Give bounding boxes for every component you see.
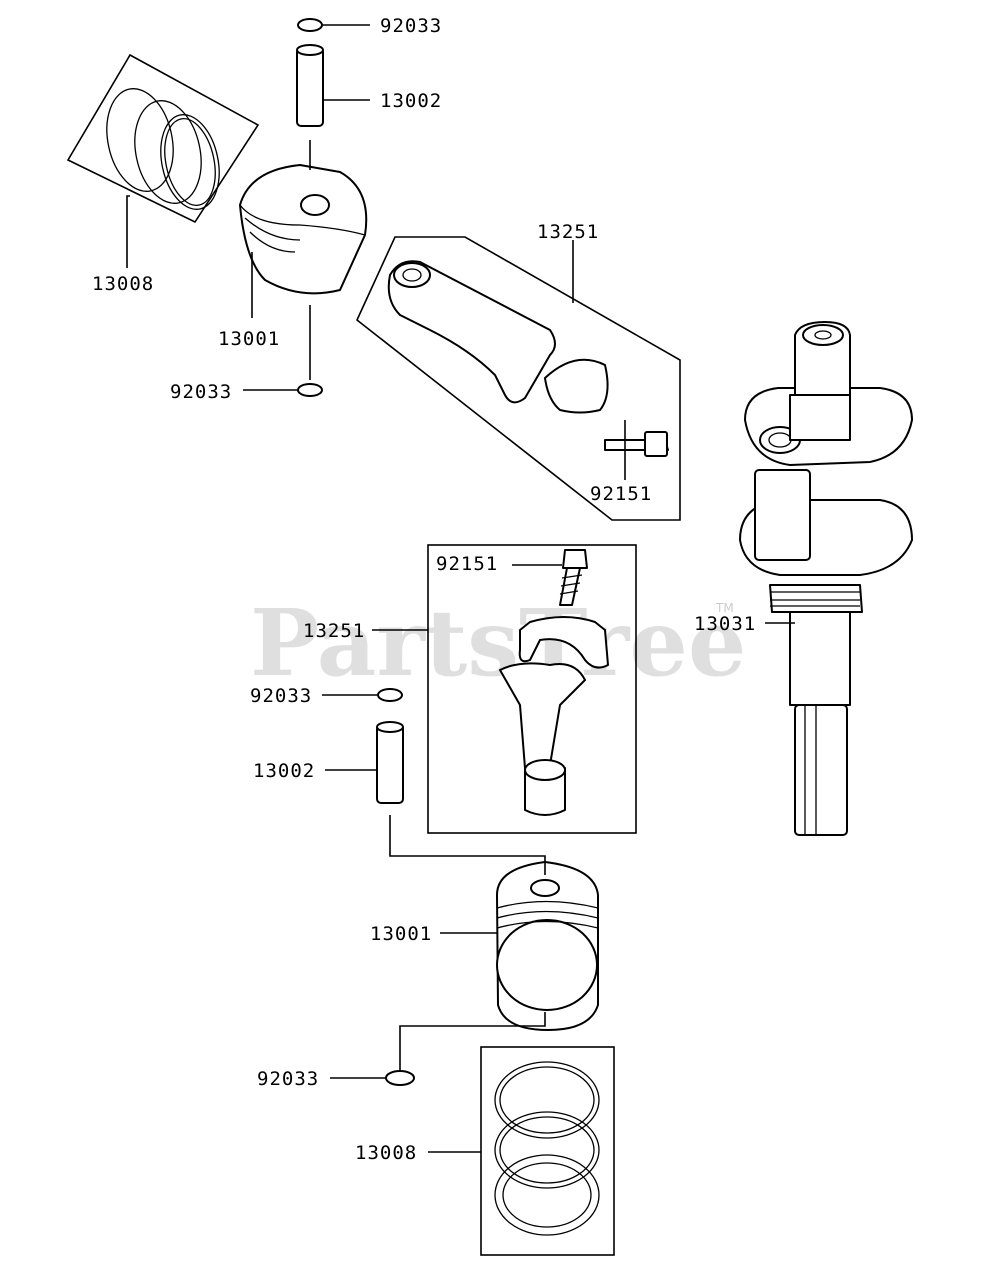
piston-pin-upper [296,44,324,127]
piston-ring-set-lower [480,1046,615,1256]
callout-92151-upper[interactable]: 92151 [590,483,652,505]
callout-13008-lower[interactable]: 13008 [355,1142,417,1164]
callout-13031[interactable]: 13031 [694,613,756,635]
callout-13002-upper[interactable]: 13002 [380,90,442,112]
connecting-rod-lower [427,544,637,834]
callout-13001-lower[interactable]: 13001 [370,923,432,945]
snap-ring-lower-bottom [385,1070,415,1086]
piston-pin-lower [376,721,404,804]
callout-92033-upper[interactable]: 92033 [170,381,232,403]
snap-ring-upper-bottom [297,383,323,397]
snap-ring-middle [377,688,403,702]
leader-lines [126,24,795,1153]
snap-ring-top [297,18,323,32]
callout-13002-lower[interactable]: 13002 [253,760,315,782]
callout-13001-upper[interactable]: 13001 [218,328,280,350]
callout-92151-lower[interactable]: 92151 [436,553,498,575]
watermark-brand: PartsTree [250,589,746,697]
piston-ring-set-upper [66,53,260,224]
callout-92033-middle[interactable]: 92033 [250,685,312,707]
watermark-trademark: TM [715,601,734,615]
callout-92033-top[interactable]: 92033 [380,15,442,37]
connecting-rod-upper [356,236,681,521]
callout-13251-lower[interactable]: 13251 [303,620,365,642]
callout-13251-upper[interactable]: 13251 [537,221,599,243]
callout-92033-bottom[interactable]: 92033 [257,1068,319,1090]
piston-lower [496,861,599,1031]
piston-upper [239,164,368,295]
crankshaft [739,321,913,836]
callout-13008-upper[interactable]: 13008 [92,273,154,295]
